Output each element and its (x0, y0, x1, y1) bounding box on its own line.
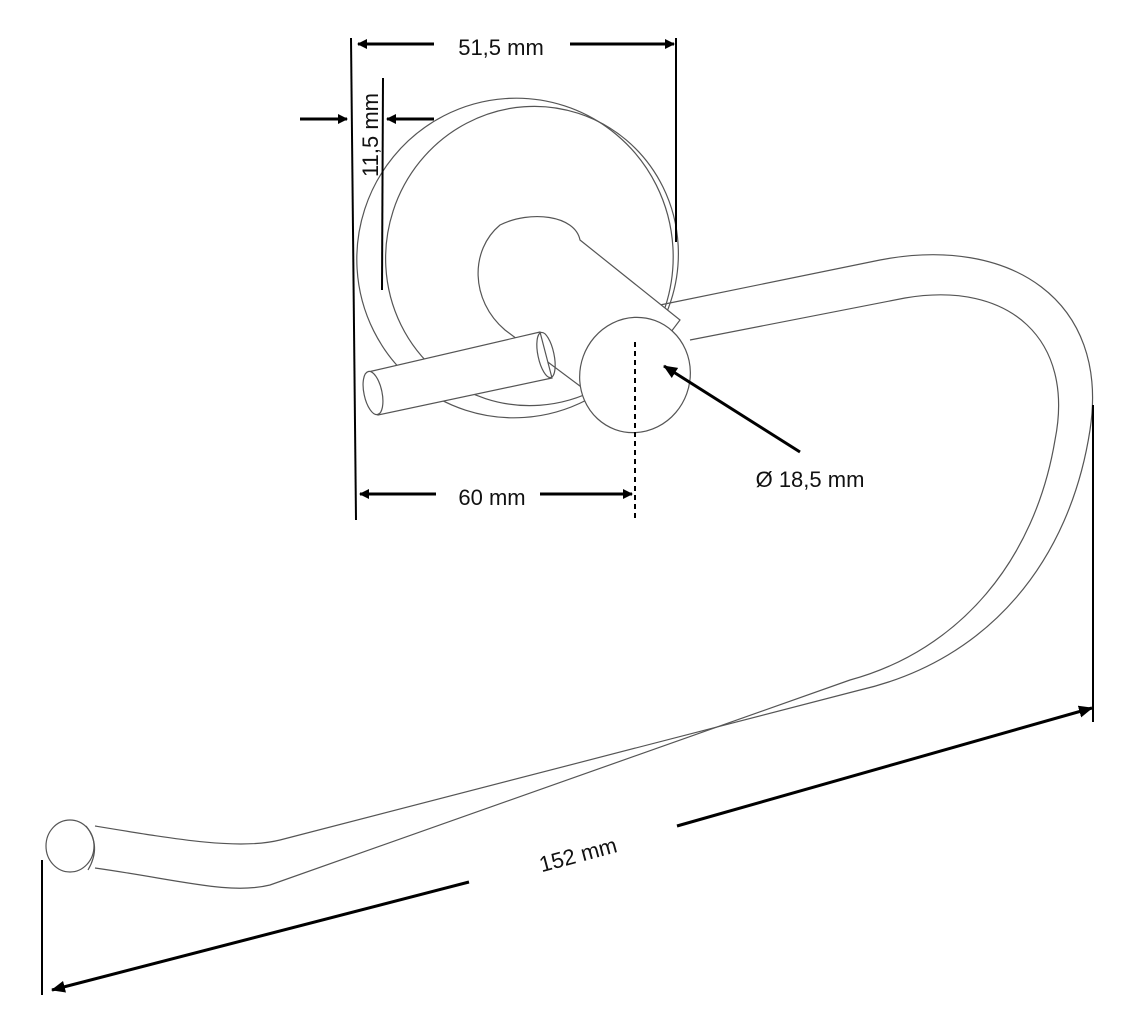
dimension-diameter: Ø 18,5 mm (663, 364, 865, 492)
label-base-depth: 11,5 mm (358, 93, 383, 177)
holder-post (477, 215, 691, 434)
label-base-width: 51,5 mm (458, 35, 544, 60)
towel-ring (94, 254, 1094, 889)
holder-pin (362, 331, 556, 416)
dimension-projection: 60 mm (359, 342, 636, 522)
label-projection: 60 mm (458, 485, 525, 510)
dimension-base-depth: 11,5 mm (300, 77, 434, 291)
label-total-length: 152 mm (536, 832, 619, 877)
end-cap (45, 819, 96, 873)
dimension-base-width: 51,5 mm (350, 35, 677, 521)
label-diameter: Ø 18,5 mm (756, 467, 865, 492)
